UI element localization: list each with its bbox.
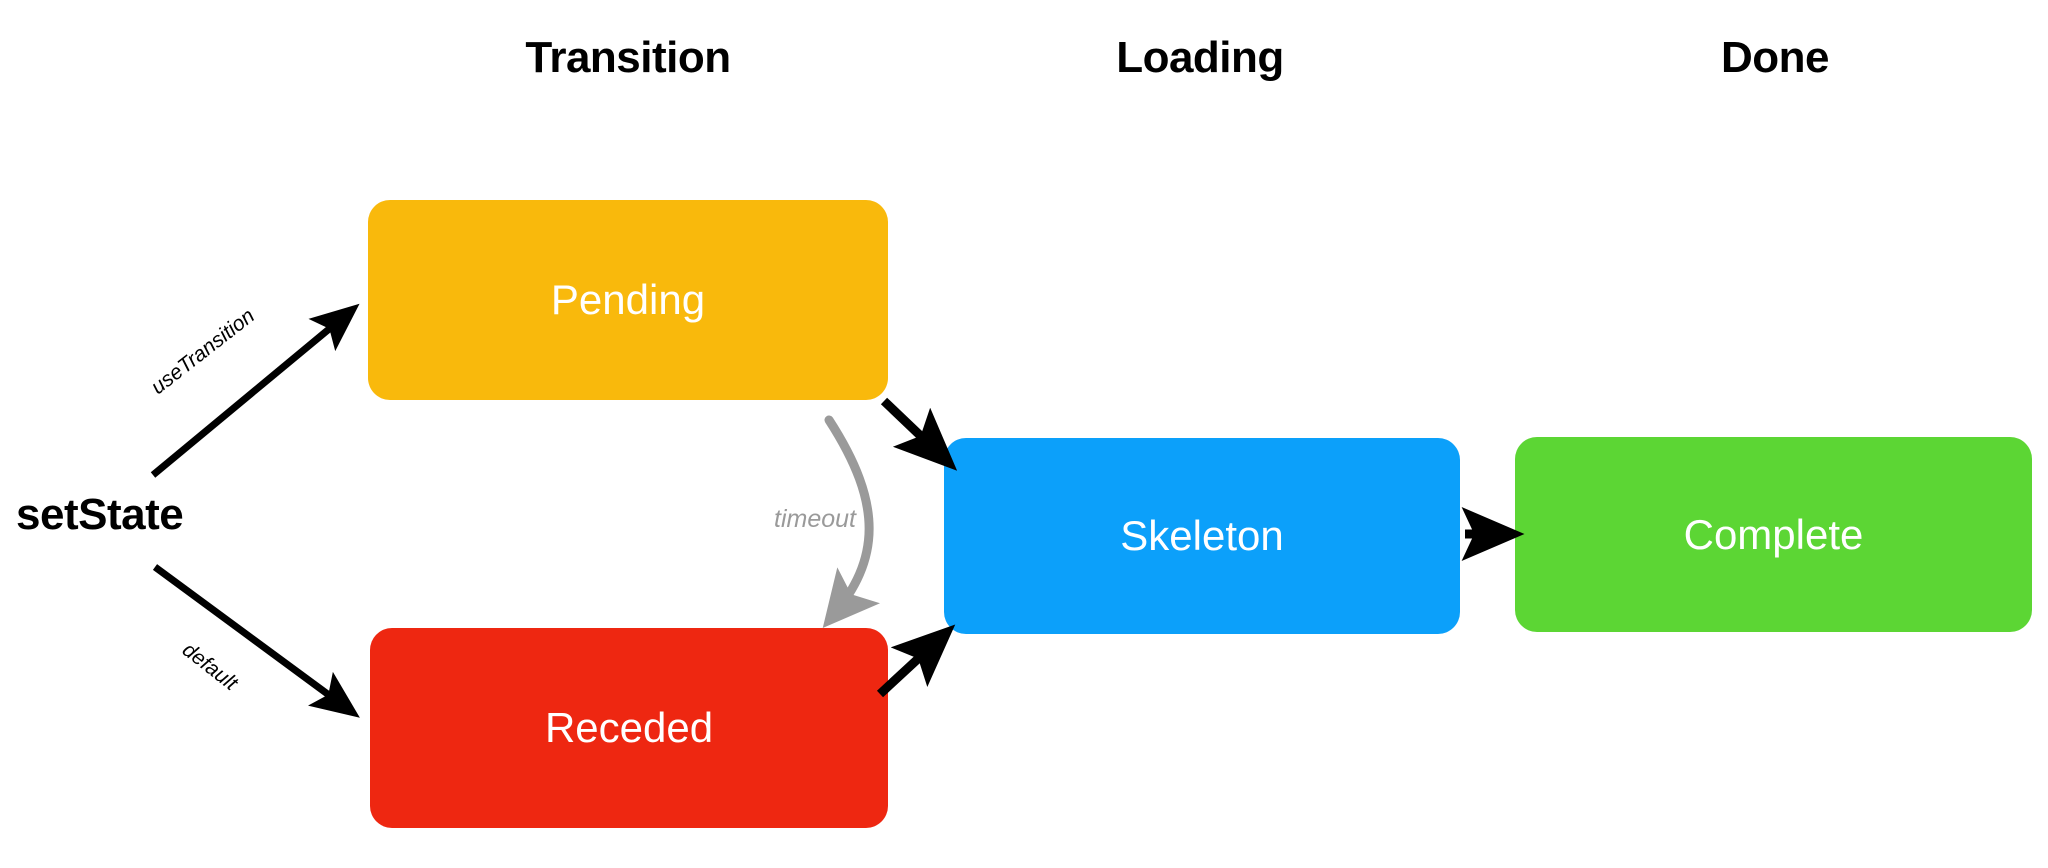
state-node-complete[interactable]: Complete bbox=[1515, 437, 2032, 632]
trigger-label-setstate: setState bbox=[16, 490, 184, 539]
state-node-skeleton[interactable]: Skeleton bbox=[944, 438, 1460, 634]
edge-receded-to-skeleton bbox=[876, 624, 956, 698]
column-header-transition: Transition bbox=[525, 33, 731, 82]
edge-label-timeout: timeout bbox=[774, 505, 856, 533]
column-header-loading: Loading bbox=[1116, 33, 1284, 82]
state-node-complete-label: Complete bbox=[1683, 510, 1864, 558]
edge-setstate-to-receded bbox=[152, 564, 360, 718]
edge-pending-to-skeleton bbox=[880, 397, 958, 471]
edge-label-use-transition: useTransition bbox=[146, 304, 260, 399]
state-node-pending-label: Pending bbox=[550, 276, 706, 323]
state-node-receded-label: Receded bbox=[544, 704, 714, 751]
column-header-done: Done bbox=[1721, 33, 1830, 82]
state-node-receded[interactable]: Receded bbox=[370, 628, 888, 828]
edge-setstate-to-pending bbox=[150, 303, 360, 478]
edge-label-default: default bbox=[177, 638, 242, 696]
state-node-skeleton-label: Skeleton bbox=[1120, 512, 1284, 559]
state-node-pending[interactable]: Pending bbox=[368, 200, 888, 400]
